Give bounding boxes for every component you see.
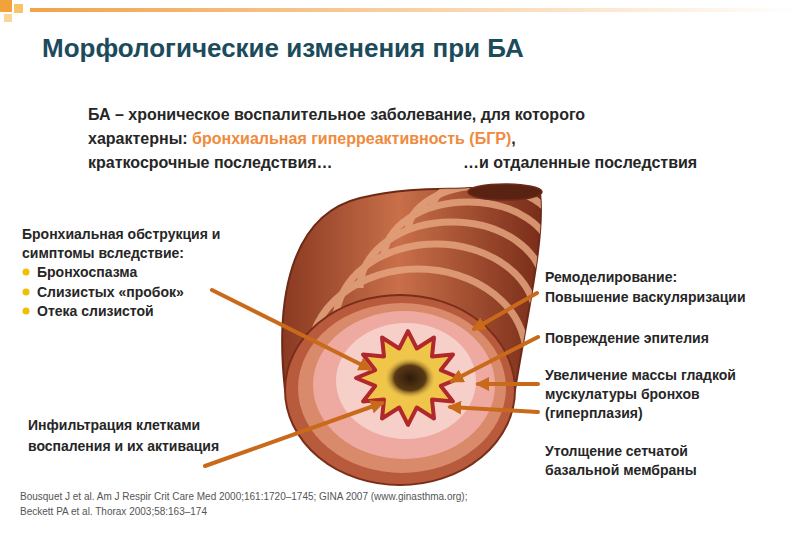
bullet-item: Бронхоспазма: [37, 263, 237, 282]
leader-arrow: [452, 337, 538, 381]
callout-label: Инфильтрация клетками воспаления и их ак…: [28, 415, 226, 456]
group-heading: Ремоделирование:: [545, 268, 785, 287]
corner-square: [14, 4, 23, 13]
lumen-center: [384, 357, 436, 399]
tube-end: [468, 184, 542, 200]
punctuation: ,: [511, 130, 515, 147]
corner-square: [0, 0, 12, 12]
airway-wall: [313, 311, 495, 459]
bullet-dot: [23, 308, 30, 315]
leader-arrow: [474, 293, 537, 329]
intro-block: БА – хроническое воспалительное заболева…: [88, 103, 668, 151]
callout-label: Повреждение эпителия: [545, 329, 785, 348]
corner-square: [4, 14, 12, 22]
callout-label: Повышение васкуляризации: [545, 288, 790, 307]
lumen-folds: [356, 331, 460, 425]
leader-arrow: [212, 290, 370, 369]
intro-text: …и отдаленные последствия: [463, 151, 793, 175]
header-line: [30, 8, 800, 12]
group-heading: Бронхиальная обструкция и симптомы вслед…: [22, 225, 237, 263]
callout-label: Утолщение сетчатой базальной мембраны: [545, 442, 720, 480]
bullet-item: Слизистых «пробок»: [37, 283, 237, 302]
slide-title: Морфологические изменения при БА: [42, 33, 524, 63]
leader-arrow: [205, 403, 382, 466]
leader-arrow: [478, 382, 538, 386]
reference-note: Beckett PA et al. Thorax 2003;58:163–174: [20, 506, 207, 518]
bullet-dot: [23, 269, 30, 276]
leader-arrow: [450, 407, 538, 412]
highlight-term: бронхиальная гиперреактивность (БГР): [192, 130, 511, 147]
bullet-item: Отека слизистой: [37, 302, 237, 321]
intro-text: краткосрочные последствия…: [88, 151, 448, 175]
reference-note: Bousquet J et al. Am J Respir Crit Care …: [20, 491, 467, 503]
callout-label: Увеличение массы гладкой мускулатуры бро…: [545, 366, 767, 423]
bullet-dot: [23, 289, 30, 296]
